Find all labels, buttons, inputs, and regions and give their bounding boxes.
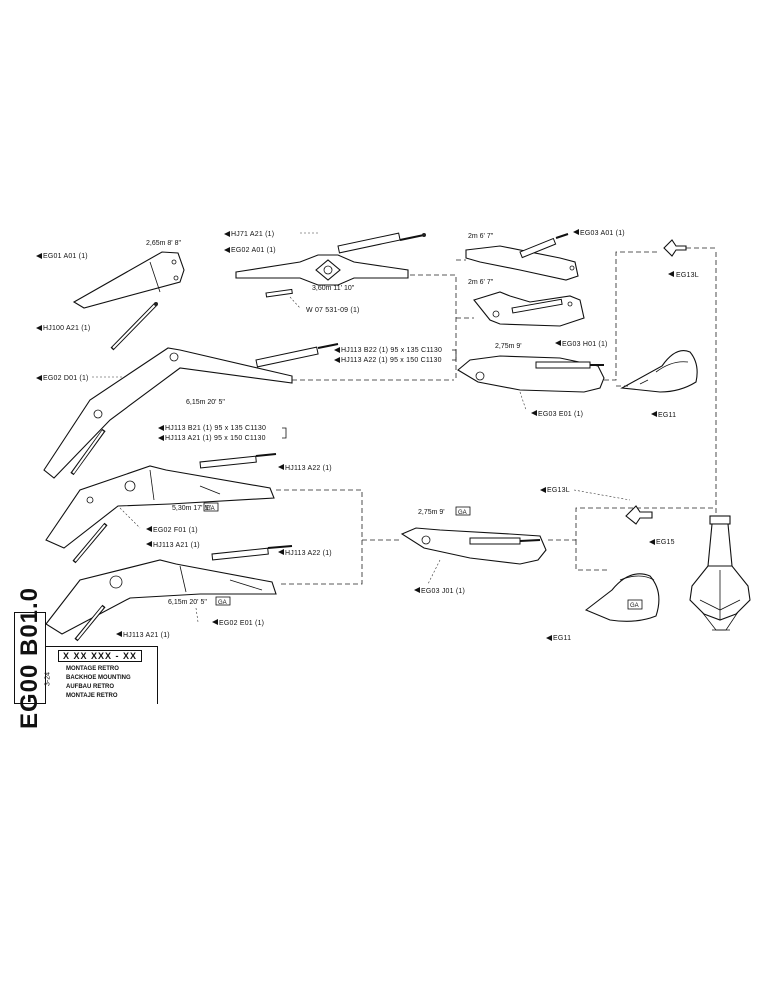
boom-eg02-f01[interactable] [45,465,275,549]
tooth-eg13l-top[interactable] [663,239,687,257]
label-eg13l-low: EG13L [547,487,570,494]
dim-eg02-a01: 3,60m 11' 10" [312,285,355,292]
label-w07: W 07 531-09 (1) [306,307,360,314]
cylinder-hj113-b22[interactable] [255,343,339,368]
dim-eg02-d01: 6,15m 20' 5" [186,399,225,406]
badge-ga-bucket [627,599,643,610]
label-hj113-b21: HJ113 B21 (1) 95 x 135 C1130 [165,425,266,432]
arrow-marker [36,253,42,259]
cylinder-hj113-a22-mid[interactable] [199,453,277,469]
dim-eg02-f01: 5,30m 17' 5" [172,505,211,512]
arm-eg03-e01[interactable] [457,355,605,393]
label-eg03-h01: EG03 H01 (1) [562,341,608,348]
badge-ga-f01 [203,502,219,512]
label-hj113-a22-mid: HJ113 A22 (1) [285,465,332,472]
svg-text:GA: GA [630,603,639,609]
label-eg03-a01: EG03 A01 (1) [580,230,625,237]
label-eg02-a01: EG02 A01 (1) [231,247,276,254]
label-eg02-f01: EG02 F01 (1) [153,527,198,534]
svg-text:GA: GA [206,506,215,512]
arm-eg03-h01[interactable] [473,291,585,327]
pin-w07[interactable] [265,288,293,298]
label-eg13l-top: EG13L [676,272,699,279]
badge-ga-j01 [455,506,471,516]
arm-eg03-j01[interactable] [400,527,547,565]
page-number-box: 3-24 [38,656,58,702]
badge-ga-e01 [215,596,231,606]
document-code-box: EG00 B01.0 [14,587,46,729]
label-hj71-a21: HJ71 A21 (1) [231,231,274,238]
label-hj113-a21-low: HJ113 A21 (1) [123,632,170,639]
boom-eg01-a01[interactable] [72,251,185,309]
dim-eg03-a01: 2m 6' 7" [468,233,494,240]
label-eg15: EG15 [656,539,675,546]
title-block-frame [46,646,158,704]
cylinder-hj113-a22-low[interactable] [211,545,293,561]
cylinder-eg02-d01[interactable] [70,428,106,476]
dim-eg03-h01-top: 2m 6' 7" [468,279,494,286]
arm-eg03-a01[interactable] [465,233,579,281]
dim-eg03-h01: 2,75m 9' [495,343,522,350]
cylinder-hj100-a21[interactable] [110,302,158,351]
boom-eg02-d01[interactable] [43,347,293,479]
title-es: MONTAJE RETRO [66,693,118,699]
label-hj113-a21-pair: HJ113 A21 (1) 95 x 150 C1130 [165,435,266,442]
label-hj113-b22: HJ113 B22 (1) 95 x 135 C1130 [341,347,442,354]
label-eg03-j01: EG03 J01 (1) [421,588,465,595]
bucket-eg11-low[interactable] [584,573,660,622]
cylinder-hj113-a21-mid[interactable] [72,522,108,564]
label-hj113-a21-mid: HJ113 A21 (1) [153,542,200,549]
title-en: BACKHOE MOUNTING [66,675,131,681]
label-eg11-low: EG11 [553,635,571,642]
dim-eg02-e01: 6,15m 20' 5" [168,599,207,606]
title-fr: MONTAGE RETRO [66,666,119,672]
clamshell-eg15[interactable] [689,515,751,631]
tooth-eg13l-low[interactable] [625,505,653,525]
dim-eg03-j01: 2,75m 9' [418,509,445,516]
label-hj113-a22-top: HJ113 A22 (1) 95 x 150 C1130 [341,357,442,364]
label-eg11-top: EG11 [658,412,676,419]
label-eg03-e01: EG03 E01 (1) [538,411,583,418]
svg-text:GA: GA [458,510,467,516]
label-eg02-e01: EG02 E01 (1) [219,620,264,627]
svg-text:GA: GA [218,600,227,606]
cylinder-hj71-a21[interactable] [337,232,426,254]
label-eg01-a01: EG01 A01 (1) [43,253,88,260]
page-number: 3-24 [44,671,52,687]
cylinder-hj113-a21-low[interactable] [74,604,106,642]
label-hj100-a21: HJ100 A21 (1) [43,325,90,332]
beam-eg02-a01[interactable] [235,254,409,286]
label-hj113-a22-low: HJ113 A22 (1) [285,550,332,557]
dim-eg01: 2,65m 8' 8" [146,240,181,247]
label-eg02-d01: EG02 D01 (1) [43,375,89,382]
bucket-eg11-top[interactable] [620,350,698,393]
serial-number: X XX XXX - XX [58,650,143,662]
title-de: AUFBAU RETRO [66,684,114,690]
